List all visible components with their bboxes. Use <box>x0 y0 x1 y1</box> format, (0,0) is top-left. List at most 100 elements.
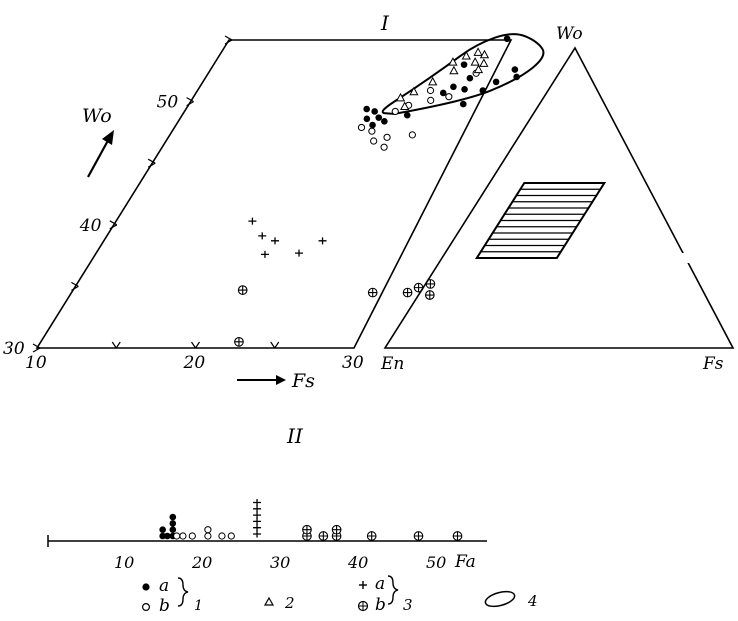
point-1b <box>408 131 416 139</box>
fs-tick-mark <box>191 341 196 349</box>
fa-point-3b <box>366 531 377 541</box>
point-1a <box>369 121 376 129</box>
fa-point-1a <box>169 513 177 521</box>
point-1a <box>363 115 371 123</box>
compositional-field-outline <box>381 33 545 115</box>
points-group-3b <box>234 279 436 347</box>
point-2 <box>400 101 410 111</box>
fa-tick-label: 50 <box>426 553 446 572</box>
point-1a <box>513 73 520 81</box>
wo-tick-mark <box>71 285 79 291</box>
legend-brace-3-icon <box>387 575 399 605</box>
fa-point-3b <box>302 524 312 535</box>
legend-cross-icon <box>359 581 367 589</box>
legend-1b-label: b <box>159 596 170 616</box>
triangle-diagram: Wo En Fs <box>380 24 735 374</box>
point-1b <box>357 123 366 132</box>
fs-tick-label: 20 <box>183 353 206 373</box>
point-2 <box>409 86 419 96</box>
point-1a <box>459 100 467 108</box>
point-1a <box>511 66 519 73</box>
parallelogram-frame <box>35 39 513 349</box>
fa-axis-label: Fa <box>454 552 476 572</box>
fa-point-1b <box>173 532 181 540</box>
point-1b <box>383 133 391 141</box>
legend-3b-label: b <box>375 595 386 615</box>
point-1a <box>439 89 447 97</box>
fs-tick-mark <box>274 341 280 349</box>
point-1a <box>479 87 487 94</box>
fa-point-1b <box>179 532 187 540</box>
fa-point-3b <box>318 531 329 541</box>
legend: a b 1 2 a b 3 4 <box>142 574 538 616</box>
fa-point-1a <box>169 520 177 527</box>
legend-1a-label: a <box>159 576 169 596</box>
point-3a <box>248 217 257 225</box>
fa-tick-label: 10 <box>114 553 134 572</box>
fs-arrow-icon <box>237 375 286 385</box>
fs-tick-label: 30 <box>342 353 364 373</box>
point-2 <box>395 92 406 102</box>
point-1a <box>466 74 474 82</box>
fa-point-1b <box>227 532 235 540</box>
legend-filled-circle-icon <box>142 583 150 591</box>
point-2 <box>479 49 490 59</box>
wo-tick-mark <box>147 162 156 168</box>
fs-tick-mark <box>111 341 117 349</box>
fa-points-1a <box>159 513 177 540</box>
point-3b <box>234 337 244 347</box>
legend-brace-1-icon <box>177 577 189 607</box>
wo-arrow-icon <box>87 130 114 178</box>
legend-open-circle-icon <box>142 602 151 611</box>
wo-tick-mark <box>186 101 194 107</box>
fs-tick-mark <box>195 341 200 349</box>
point-1a <box>375 114 383 121</box>
point-3a <box>270 237 279 245</box>
fa-points-1b <box>173 526 235 540</box>
wo-tick-mark <box>186 97 194 103</box>
point-3b <box>237 285 248 295</box>
fa-point-1b <box>218 532 226 540</box>
point-2 <box>473 64 484 74</box>
fa-point-1b <box>204 532 212 540</box>
point-3b <box>367 287 378 298</box>
wo-tick-mark <box>109 224 118 230</box>
point-1b <box>426 86 435 95</box>
point-1b <box>368 127 376 135</box>
wo-tick-label: 50 <box>157 93 179 113</box>
fa-points-3b <box>302 524 463 541</box>
point-2 <box>473 47 483 56</box>
triangle-right-label: Fs <box>702 354 724 374</box>
hatch-lines <box>480 188 601 253</box>
wo-tick-mark <box>32 347 41 353</box>
fa-point-3b <box>331 524 342 535</box>
point-1a <box>381 118 388 125</box>
legend-3a-label: a <box>375 574 385 594</box>
point-1a <box>492 78 500 86</box>
point-2 <box>449 65 459 75</box>
fa-tick-label: 20 <box>191 553 212 572</box>
point-1a <box>450 83 457 91</box>
fa-point-1a <box>159 526 166 533</box>
triangle-left-label: En <box>380 354 404 374</box>
fa-point-1b <box>204 526 212 534</box>
point-3a <box>258 232 267 240</box>
wo-tick-label: 40 <box>79 216 102 236</box>
fa-point-3b <box>413 531 424 541</box>
point-2 <box>470 57 480 66</box>
legend-group-4: 4 <box>527 592 538 610</box>
point-2 <box>428 76 438 86</box>
wo-tick-mark <box>109 220 118 226</box>
fs-axis-label: Fs <box>291 370 315 392</box>
fa-point-3a <box>253 511 262 519</box>
fs-tick-mark <box>115 341 121 349</box>
wo-tick-mark <box>224 39 233 45</box>
point-1a <box>503 35 511 43</box>
fa-point-3a <box>253 517 262 525</box>
panel-ii-label: II <box>286 424 304 448</box>
wo-axis-label: Wo <box>82 105 112 127</box>
